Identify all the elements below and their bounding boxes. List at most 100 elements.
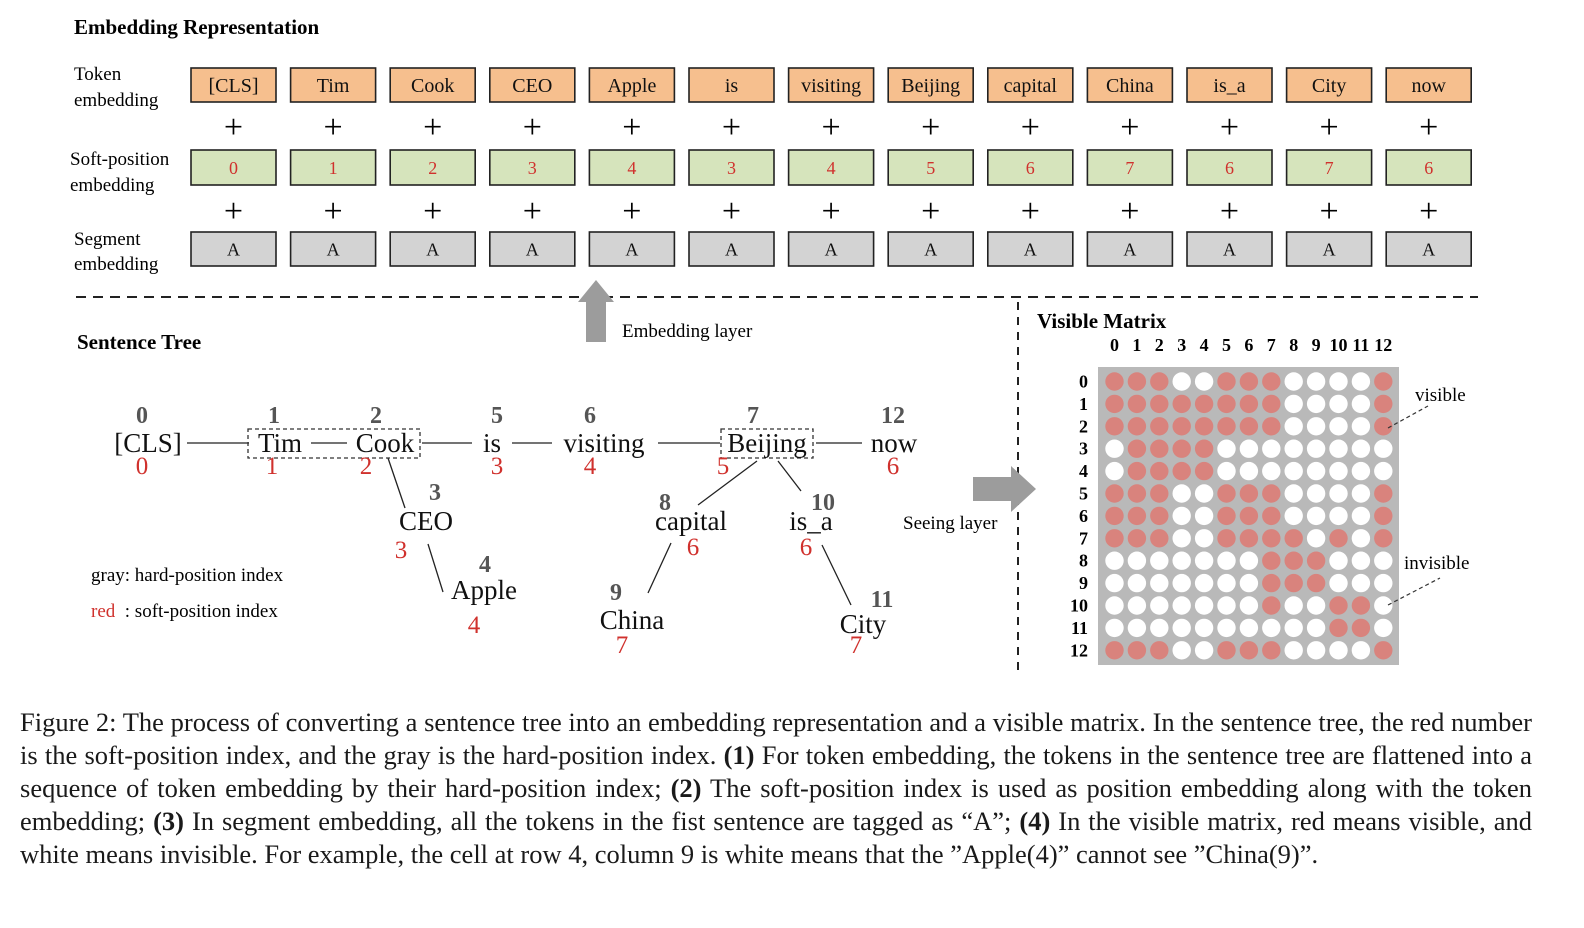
- visible-cell-2-5: [1217, 417, 1236, 436]
- figure-diagram: Embedding Representation Token embedding…: [70, 15, 1478, 672]
- visible-cell-12-1: [1127, 641, 1147, 660]
- visible-cell-3-3: [1172, 439, 1191, 458]
- invisible-cell-0-8: [1284, 372, 1303, 391]
- plus-sign-1-1: +: [324, 109, 343, 146]
- visible-cell-1-3: [1172, 394, 1191, 414]
- token-text-1: Tim: [317, 75, 350, 97]
- segment-text-11: A: [1323, 239, 1336, 259]
- visible-cell-10-10: [1329, 596, 1348, 615]
- invisible-cell-11-7: [1262, 618, 1281, 638]
- segment-box-1: [289, 231, 377, 267]
- caption-part-2: For token embedding, the tokens in the s…: [20, 740, 1532, 803]
- visible-cell-7-10: [1329, 529, 1348, 548]
- invisible-label: invisible: [1404, 553, 1469, 574]
- visible-cell-12-7: [1262, 641, 1281, 660]
- caption-step-1: (1): [723, 740, 755, 770]
- tree-node-word-6: now: [871, 428, 918, 458]
- invisible-cell-3-6: [1239, 439, 1259, 458]
- token-text-9: China: [1106, 75, 1154, 97]
- visible-cell-0-6: [1239, 372, 1259, 391]
- invisible-cell-9-0: [1105, 573, 1124, 593]
- tree-node-hard-index-5: 7: [747, 403, 759, 429]
- tree-node-hard-index-7: 3: [429, 480, 441, 506]
- embedding-title: Embedding Representation: [74, 15, 320, 39]
- soft-position-text-5: 3: [727, 158, 736, 178]
- visible-cell-2-4: [1194, 417, 1214, 436]
- plus-sign-2-0: +: [224, 193, 243, 230]
- tree-node-soft-index-5: 5: [717, 453, 730, 480]
- soft-position-text-9: 7: [1125, 158, 1134, 178]
- legend-red-text: : soft-position index: [115, 601, 278, 622]
- visible-cell-8-8: [1284, 551, 1303, 570]
- visible-cell-1-5: [1217, 394, 1236, 414]
- invisible-cell-2-9: [1306, 417, 1326, 436]
- visible-cell-3-2: [1150, 439, 1169, 458]
- tree-node-word-2: Cook: [356, 428, 415, 458]
- plus-sign-2-11: +: [1320, 193, 1339, 230]
- matrix-col-label-9: 9: [1312, 335, 1321, 355]
- figure-caption: Figure 2: The process of converting a se…: [20, 706, 1532, 871]
- invisible-cell-2-10: [1329, 417, 1348, 436]
- invisible-cell-6-4: [1194, 506, 1214, 526]
- token-text-5: is: [725, 75, 739, 97]
- plus-sign-1-2: +: [423, 109, 442, 146]
- soft-position-box-10: [1186, 149, 1273, 186]
- visible-cell-5-2: [1150, 484, 1169, 503]
- embedding-layer-label: Embedding layer: [622, 321, 753, 342]
- invisible-cell-11-4: [1194, 618, 1214, 638]
- visible-cell-9-9: [1306, 573, 1326, 593]
- invisible-cell-12-10: [1329, 641, 1348, 660]
- invisible-cell-3-12: [1374, 439, 1393, 458]
- segment-box-2: [389, 231, 477, 267]
- invisible-cell-4-5: [1217, 461, 1236, 481]
- matrix-row-label-11: 11: [1071, 618, 1088, 638]
- plus-sign-2-3: +: [523, 193, 542, 230]
- invisible-cell-2-8: [1284, 417, 1303, 436]
- invisible-cell-3-0: [1105, 439, 1124, 458]
- invisible-cell-10-9: [1306, 596, 1326, 615]
- segment-text-3: A: [526, 239, 539, 259]
- invisible-cell-8-0: [1105, 551, 1124, 570]
- visible-label: visible: [1415, 385, 1466, 406]
- segment-text-4: A: [625, 239, 638, 259]
- invisible-cell-4-8: [1284, 461, 1303, 481]
- matrix-cells: [1105, 372, 1393, 660]
- invisible-cell-9-10: [1329, 573, 1348, 593]
- matrix-col-label-1: 1: [1132, 335, 1141, 355]
- tree-edges: [187, 442, 862, 606]
- invisible-cell-1-10: [1329, 394, 1348, 414]
- visible-cell-6-6: [1239, 506, 1259, 526]
- tree-node-hard-index-1: 1: [268, 403, 280, 429]
- invisible-cell-4-7: [1262, 461, 1281, 481]
- token-box-9: [1086, 67, 1174, 103]
- matrix-col-label-6: 6: [1244, 335, 1253, 355]
- matrix-col-label-11: 11: [1352, 335, 1369, 355]
- matrix-col-label-4: 4: [1200, 335, 1209, 355]
- token-text-0: [CLS]: [209, 75, 259, 97]
- invisible-cell-12-8: [1284, 641, 1303, 660]
- visible-cell-6-2: [1150, 506, 1169, 526]
- visible-cell-1-4: [1194, 394, 1214, 414]
- invisible-cell-10-1: [1127, 596, 1147, 615]
- segment-text-8: A: [1024, 239, 1037, 259]
- soft-position-box-7: [887, 149, 975, 186]
- visible-cell-2-6: [1239, 417, 1259, 436]
- invisible-cell-3-9: [1306, 439, 1326, 458]
- segment-box-3: [488, 231, 576, 267]
- visible-cell-11-11: [1351, 618, 1371, 638]
- soft-position-text-10: 6: [1225, 158, 1234, 178]
- token-row-label-2: embedding: [74, 90, 159, 111]
- invisible-pointer: [1387, 577, 1441, 606]
- plus-sign-1-6: +: [822, 109, 841, 146]
- invisible-cell-9-11: [1351, 573, 1371, 593]
- token-text-12: now: [1411, 75, 1446, 97]
- plus-sign-1-10: +: [1220, 109, 1239, 146]
- tree-node-soft-index-11: 7: [616, 632, 629, 659]
- caption-step-2: (2): [670, 773, 702, 803]
- invisible-cell-1-11: [1351, 394, 1371, 414]
- invisible-cell-11-2: [1150, 618, 1169, 638]
- visible-cell-2-7: [1262, 417, 1281, 436]
- invisible-cell-11-6: [1239, 618, 1259, 638]
- segment-text-0: A: [227, 239, 240, 259]
